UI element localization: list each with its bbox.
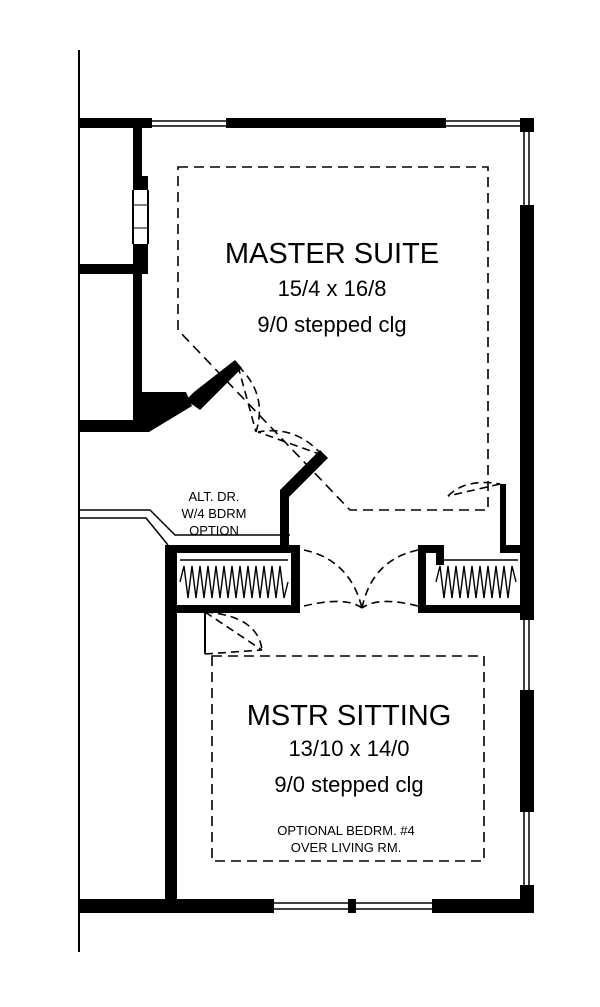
top-wall [79, 118, 534, 132]
master-suite-name: MASTER SUITE [225, 238, 439, 270]
sitting-note-line2: OVER LIVING RM. [291, 840, 402, 855]
sitting-name: MSTR SITTING [247, 700, 452, 732]
alt-door-outline [79, 509, 290, 546]
sitting-note-line1: OPTIONAL BEDRM. #4 [277, 823, 415, 838]
sitting-size: 13/10 x 14/0 [288, 736, 409, 761]
upper-left-partition [79, 118, 192, 432]
master-suite-ceiling: 9/0 stepped clg [257, 312, 406, 337]
left-closet [165, 545, 300, 613]
sitting-ceiling-outline [211, 655, 485, 862]
alt-door-line3: OPTION [189, 523, 239, 538]
sitting-ceiling: 9/0 stepped clg [274, 772, 423, 797]
master-suite-ceiling-outline [177, 166, 489, 511]
right-closet [418, 484, 520, 613]
door-swings [204, 365, 501, 655]
alt-door-line1: ALT. DR. [188, 489, 239, 504]
right-wall [520, 132, 534, 913]
angled-door-walls [186, 360, 328, 550]
bottom-wall [79, 899, 534, 913]
sitting-left-wall [165, 605, 177, 899]
alt-door-line2: W/4 BDRM [182, 506, 247, 521]
master-suite-size: 15/4 x 16/8 [278, 276, 387, 301]
